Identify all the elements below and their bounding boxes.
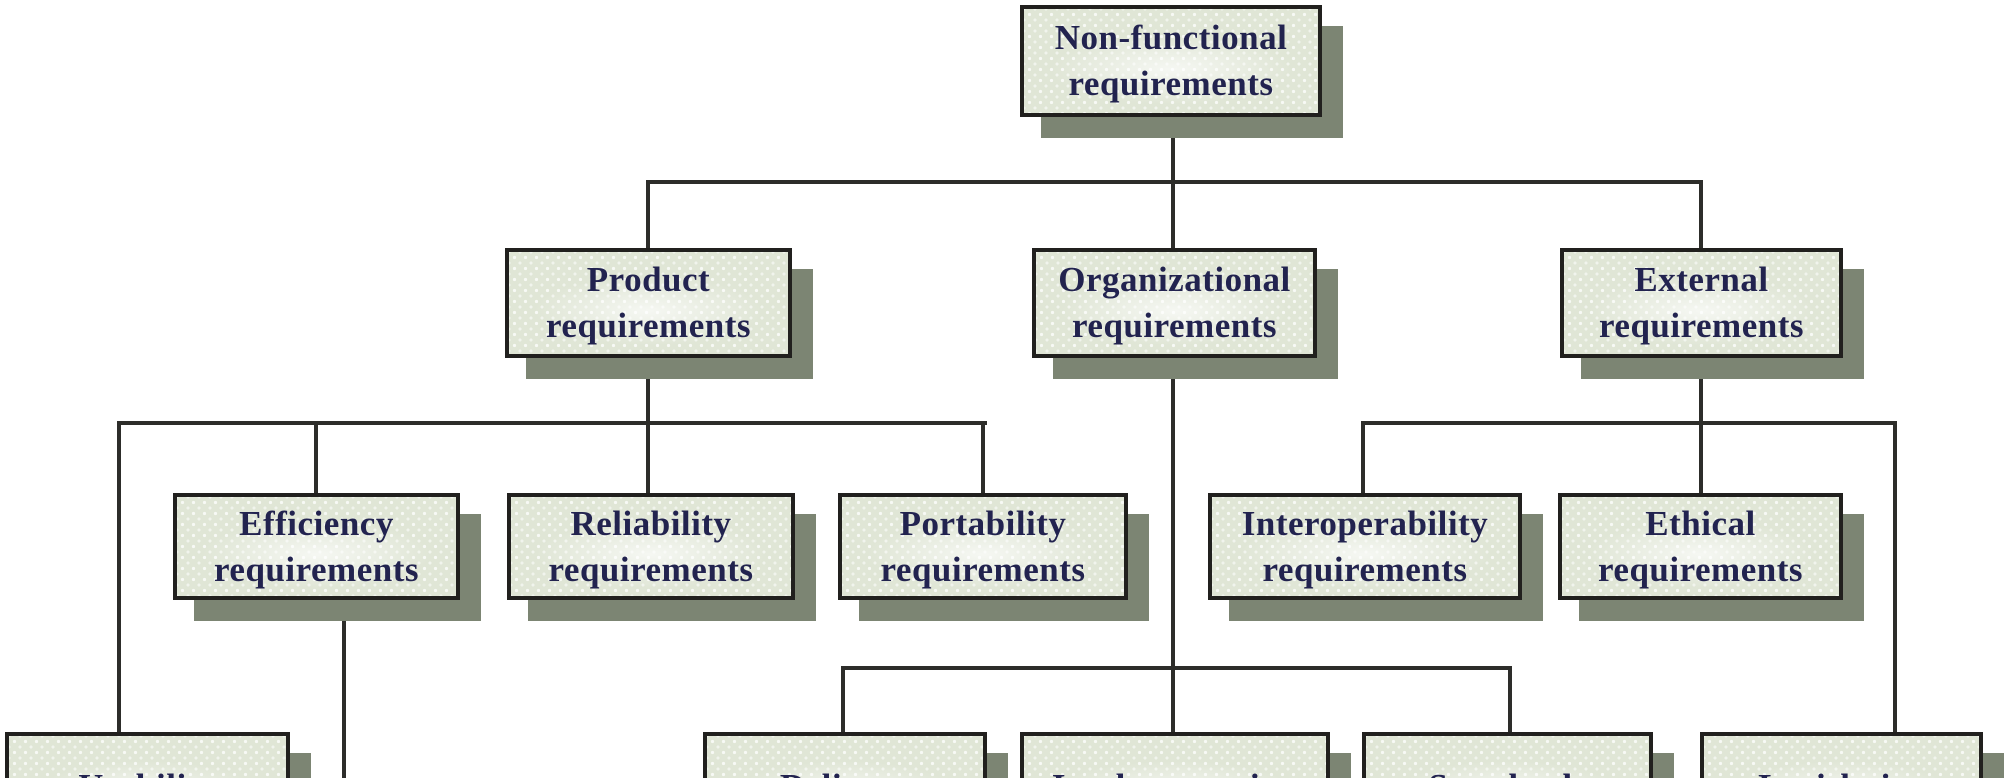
node-efficiency-requirements: Efficiency requirements: [173, 493, 460, 600]
node-standards: Standards: [1362, 732, 1653, 778]
connector-product-trunk: [646, 358, 650, 425]
node-label-line2: requirements: [880, 549, 1086, 589]
node-label-line1: External: [1634, 260, 1769, 299]
node-label-line1: Delivery: [780, 764, 910, 778]
node-implementation: Implementation: [1020, 732, 1330, 778]
connector-drop-portability: [981, 421, 985, 493]
connector-external-branch: [1361, 421, 1897, 425]
node-label-line1: Efficiency: [239, 503, 394, 543]
connector-drop-interoperability: [1361, 421, 1365, 493]
node-label-line1: Standards: [1428, 764, 1586, 778]
connector-organizational-trunk: [1171, 358, 1175, 670]
connector-drop-usability: [117, 421, 121, 732]
node-label-line2: requirements: [1598, 549, 1803, 589]
node-label-line2: requirements: [1072, 306, 1277, 345]
connector-product-branch: [117, 421, 987, 425]
node-label-line1: Product: [586, 260, 711, 299]
node-interoperability-requirements: Interoperability requirements: [1208, 493, 1522, 600]
node-legislative: Legislative: [1700, 732, 1983, 778]
node-label-line1: Non-functional: [1054, 18, 1288, 57]
node-label-line2: requirements: [1068, 64, 1274, 103]
node-product-requirements: Product requirements: [505, 248, 792, 358]
connector-drop-delivery: [841, 666, 845, 732]
connector-efficiency-child-trunk: [342, 600, 346, 778]
node-label-line2: requirements: [548, 549, 754, 589]
connector-drop-legislative: [1893, 421, 1897, 732]
connector-drop-external: [1699, 180, 1703, 250]
connector-drop-implementation: [1171, 666, 1175, 732]
connector-drop-product: [646, 180, 650, 250]
node-label-line1: Usability: [78, 764, 217, 778]
node-label-line2: requirements: [546, 306, 751, 345]
node-label-line2: requirements: [214, 549, 419, 589]
node-usability: Usability: [5, 732, 290, 778]
node-label-line2: requirements: [1262, 549, 1468, 589]
node-label-line1: Legislative: [1758, 764, 1925, 778]
node-ethical-requirements: Ethical requirements: [1558, 493, 1843, 600]
node-label-line1: Reliability: [570, 503, 732, 543]
connector-drop-standards: [1508, 666, 1512, 732]
connector-root-trunk: [1171, 117, 1175, 184]
node-label-line1: Interoperability: [1241, 503, 1489, 543]
node-non-functional-requirements: Non-functional requirements: [1020, 5, 1322, 117]
node-delivery: Delivery: [703, 732, 987, 778]
node-label-line2: requirements: [1599, 306, 1804, 345]
node-label-line1: Implementation: [1052, 764, 1298, 778]
node-organizational-requirements: Organizational requirements: [1032, 248, 1317, 358]
node-portability-requirements: Portability requirements: [838, 493, 1128, 600]
node-label-line1: Portability: [899, 503, 1067, 543]
connector-drop-organizational: [1171, 180, 1175, 250]
node-label-line1: Ethical: [1645, 503, 1756, 543]
connector-drop-efficiency: [314, 421, 318, 493]
node-label-line1: Organizational: [1058, 260, 1291, 299]
connector-organizational-branch: [841, 666, 1512, 670]
node-reliability-requirements: Reliability requirements: [507, 493, 795, 600]
node-external-requirements: External requirements: [1560, 248, 1843, 358]
connector-external-trunk: [1699, 358, 1703, 425]
connector-drop-reliability: [646, 421, 650, 493]
connector-drop-ethical: [1699, 421, 1703, 493]
